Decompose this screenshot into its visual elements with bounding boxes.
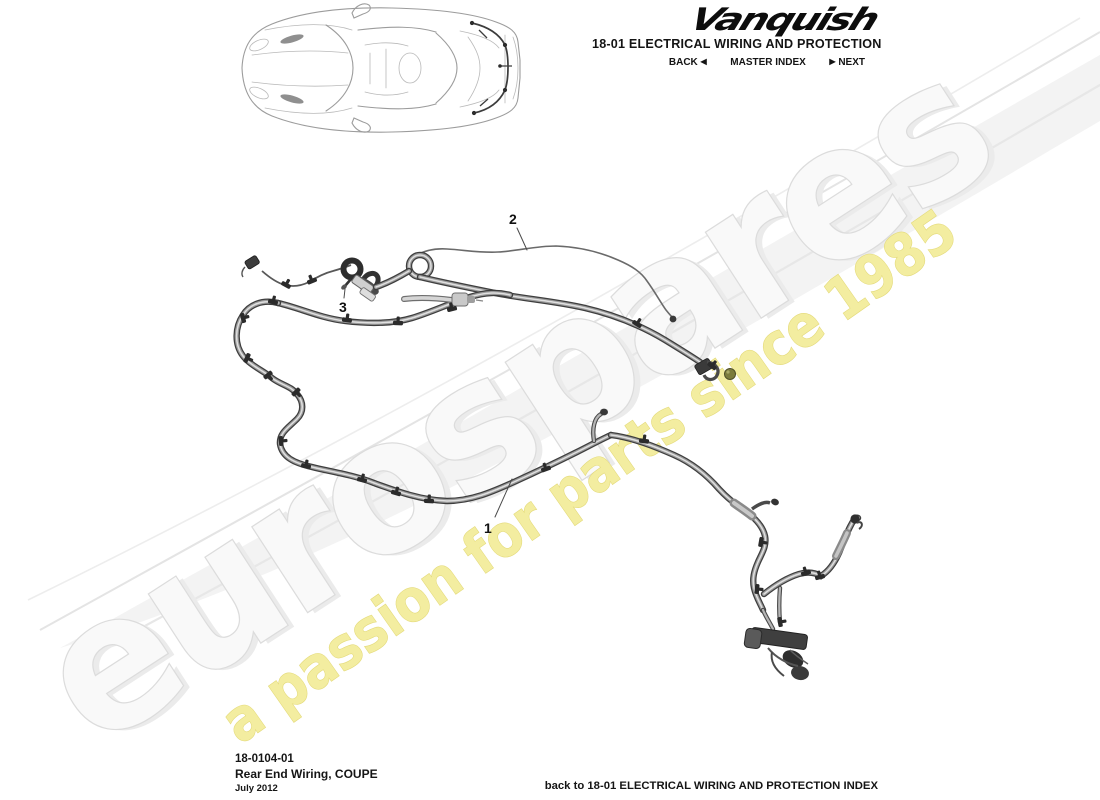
swoosh-line-lower [69, 83, 1100, 667]
harness-cross-arm [278, 293, 510, 323]
callout-3-leader [343, 288, 346, 299]
car-cabin-detail [364, 42, 409, 96]
harness-main-loop [237, 302, 779, 610]
section-title: 18-01 ELECTRICAL WIRING AND PROTECTION [592, 37, 882, 51]
car-body-outline [241, 7, 521, 133]
swoosh-line-top [27, 17, 1081, 601]
callouts: 1 2 3 [339, 211, 528, 536]
callout-2-label: 2 [509, 211, 517, 227]
nav-back-button[interactable]: BACK ◀ [668, 57, 707, 68]
bolt-icon [341, 278, 352, 290]
diagram-title: Rear End Wiring, COUPE [235, 766, 378, 781]
olive-ball-connector [724, 368, 736, 380]
cluster-cylinder-connector [743, 628, 763, 650]
cluster-lump-connector-2 [791, 665, 809, 681]
next-arrow-icon: ▶ [829, 57, 836, 66]
harness-light-stub-connector [404, 292, 484, 307]
harness-thin-wire [406, 245, 677, 323]
swoosh-line-upper [39, 31, 1100, 631]
grommet-bracket [351, 274, 375, 295]
harness-right-branch [764, 514, 863, 594]
swoosh-graphic [27, 17, 1100, 667]
diagram-date: July 2012 [235, 782, 278, 794]
grommet-ring [340, 257, 364, 281]
wiring-harness-illustration [237, 245, 863, 681]
footer-info: 18-0104-01 Rear End Wiring, COUPE July 2… [235, 753, 378, 794]
back-to-index-link[interactable]: back to 18-01 ELECTRICAL WIRING AND PROT… [544, 780, 878, 792]
callout-2-leader [516, 227, 528, 251]
callout-3-label: 3 [339, 299, 347, 315]
nav-master-index-button[interactable]: MASTER INDEX [730, 57, 806, 68]
callout-1-leader [494, 478, 513, 518]
car-top-view-illustration [241, 3, 521, 133]
header-nav: BACK ◀ MASTER INDEX ▶ NEXT [560, 57, 865, 68]
car-hood-vent-left [280, 34, 304, 44]
car-headlight-left [249, 38, 269, 52]
trunk-stub-connector [771, 498, 779, 506]
harness-connector-cluster [743, 588, 809, 681]
car-rear-deck-lines [459, 30, 519, 108]
harness-grommet-assembly [340, 257, 381, 302]
vanquish-logo-text: Vanquish [685, 1, 883, 38]
thin-wire-end-connector [669, 315, 677, 323]
brand-logo: Vanquish [685, 1, 883, 38]
harness-connector-chain [241, 255, 352, 290]
car-rear-glass [435, 32, 458, 104]
back-arrow-icon: ◀ [700, 57, 707, 66]
car-console-detail [398, 52, 422, 84]
car-windshield [325, 24, 354, 112]
hook-stub-connector [600, 408, 608, 416]
nav-next-button[interactable]: ▶ NEXT [829, 57, 865, 68]
chain-end-connector [244, 255, 260, 270]
car-roof-rails [357, 26, 437, 110]
car-headlight-right [249, 86, 269, 100]
car-side-mirrors [351, 3, 371, 133]
callout-1-label: 1 [484, 520, 492, 536]
part-number: 18-0104-01 [235, 753, 294, 765]
harness-upper-run [420, 277, 736, 382]
car-hood-seams [251, 24, 353, 114]
car-rear-harness-highlight [469, 20, 512, 116]
car-hood-vent-right [280, 94, 304, 104]
harness-loop-ring [376, 255, 431, 287]
branch-end-connector [850, 514, 860, 524]
harness-clips [239, 294, 826, 628]
